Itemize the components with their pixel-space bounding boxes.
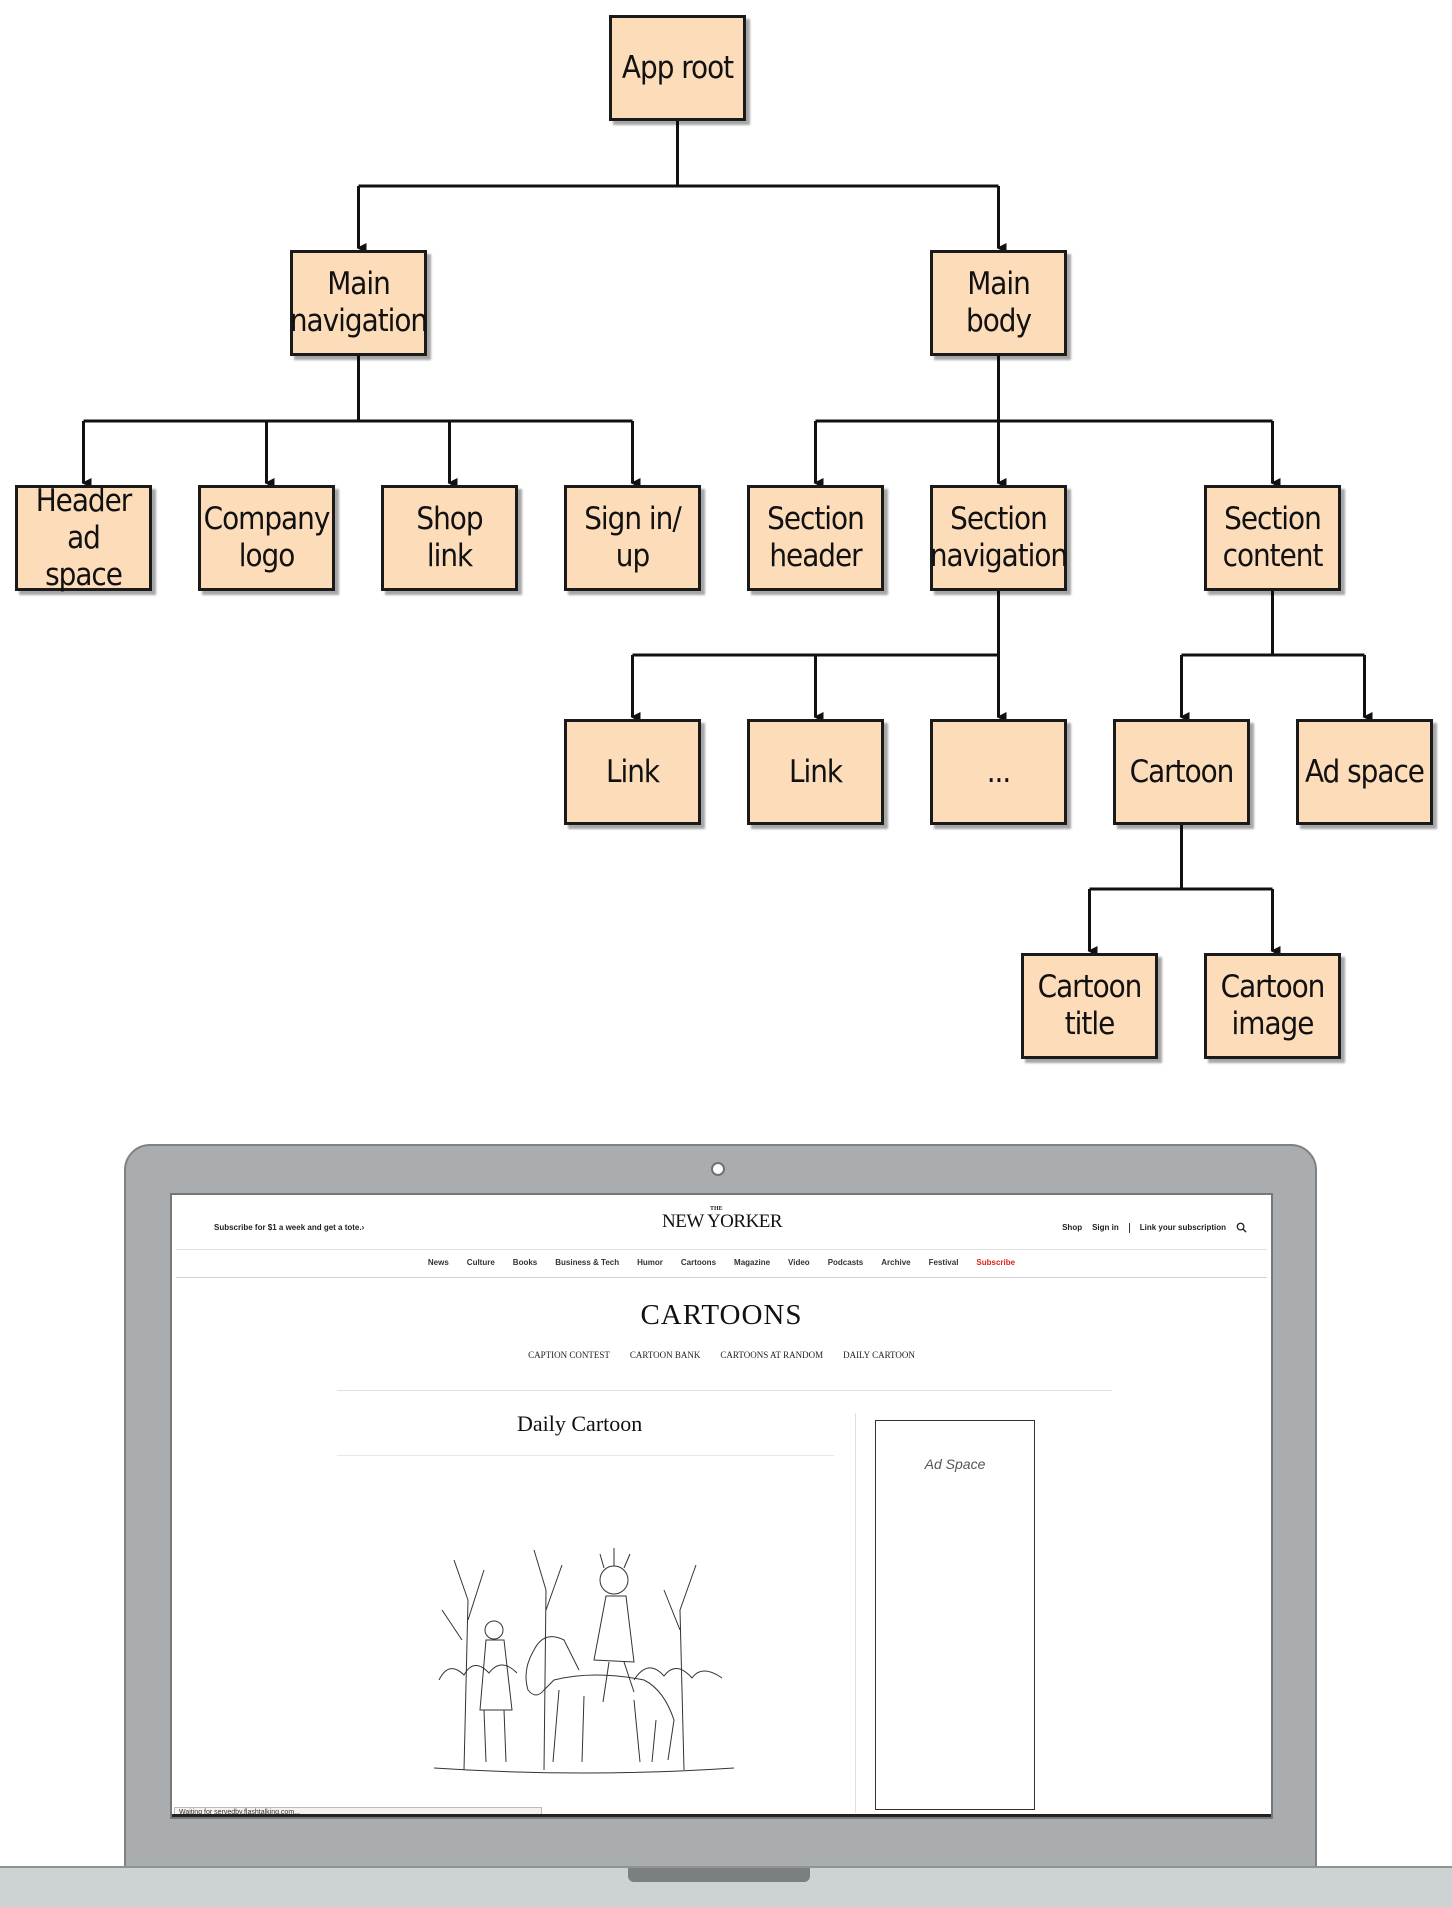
divider <box>1128 1222 1130 1233</box>
node-section-header: Section header <box>747 485 884 591</box>
cartoon-image[interactable] <box>434 1540 734 1780</box>
tree-connectors <box>81 121 1373 956</box>
divider <box>176 1277 1267 1278</box>
sign-in-link[interactable]: Sign in <box>1092 1223 1119 1232</box>
search-icon[interactable] <box>1236 1222 1247 1233</box>
divider <box>176 1249 1267 1250</box>
nav-item-video[interactable]: Video <box>788 1258 810 1267</box>
link-subscription-link[interactable]: Link your subscription <box>1139 1223 1226 1232</box>
node-cartoon: Cartoon <box>1113 719 1250 825</box>
screen-edge <box>172 1814 1271 1817</box>
logo-the: THE <box>710 1206 723 1212</box>
nav-item-news[interactable]: News <box>427 1258 449 1267</box>
company-logo[interactable]: NEW YORKER <box>662 1211 783 1232</box>
section-navigation: CAPTION CONTEST CARTOON BANK CARTOONS AT R… <box>172 1350 1271 1360</box>
node-company-logo: Company logo <box>198 485 335 591</box>
nav-item-subscribe[interactable]: Subscribe <box>976 1258 1016 1267</box>
subscribe-promo-link[interactable]: Subscribe for $1 a week and get a tote.› <box>214 1223 365 1232</box>
nav-item-books[interactable]: Books <box>512 1258 538 1267</box>
node-cartoon-image: Cartoon image <box>1204 953 1341 1059</box>
nav-item-humor[interactable]: Humor <box>637 1258 663 1267</box>
divider <box>337 1390 1112 1391</box>
node-main-navigation: Main navigation <box>290 250 428 356</box>
divider <box>337 1455 834 1456</box>
node-cartoon-title: Cartoon title <box>1021 953 1158 1059</box>
main-navigation: News Culture Books Business & Tech Humor Cart… <box>172 1258 1271 1267</box>
column-divider <box>855 1413 856 1813</box>
node-link-1: Link <box>564 719 701 825</box>
node-more-links: ... <box>930 719 1067 825</box>
section-header: CARTOONS <box>640 1299 803 1331</box>
node-section-navigation: Section navigation <box>930 485 1068 591</box>
node-link-2: Link <box>747 719 884 825</box>
ad-space-label: Ad Space <box>924 1456 986 1472</box>
utility-links: Shop Sign in Link your subscription <box>1062 1222 1247 1233</box>
laptop-camera <box>711 1162 725 1176</box>
nav-item-culture[interactable]: Culture <box>466 1258 495 1267</box>
nav-item-archive[interactable]: Archive <box>881 1258 911 1267</box>
section-nav-item-daily-cartoon[interactable]: DAILY CARTOON <box>843 1350 915 1360</box>
section-nav-item-cartoons-at-random[interactable]: CARTOONS AT RANDOM <box>720 1350 824 1360</box>
shop-link[interactable]: Shop <box>1062 1223 1083 1232</box>
node-app-root: App root <box>609 15 746 121</box>
nav-item-podcasts[interactable]: Podcasts <box>827 1258 864 1267</box>
node-section-content: Section content <box>1204 485 1341 591</box>
laptop-notch <box>628 1868 810 1882</box>
nav-item-cartoons[interactable]: Cartoons <box>680 1258 717 1267</box>
nav-item-festival[interactable]: Festival <box>928 1258 959 1267</box>
nav-item-magazine[interactable]: Magazine <box>734 1258 771 1267</box>
laptop-screen: Subscribe for $1 a week and get a tote.›… <box>170 1193 1273 1819</box>
cartoon-title: Daily Cartoon <box>517 1411 643 1436</box>
node-header-ad-space: Header ad space <box>15 483 152 593</box>
node-shop-link: Shop link <box>381 485 518 591</box>
nav-item-business-tech[interactable]: Business & Tech <box>555 1258 620 1267</box>
section-nav-item-cartoon-bank[interactable]: CARTOON BANK <box>629 1350 701 1360</box>
ad-space[interactable]: Ad Space <box>875 1420 1035 1810</box>
section-nav-item-caption-contest[interactable]: CAPTION CONTEST <box>528 1350 610 1360</box>
node-ad-space: Ad space <box>1296 719 1433 825</box>
browser-status-bar: Waiting for servedby.flashtalking.com... <box>174 1807 542 1817</box>
node-sign-in-up: Sign in/ up <box>564 485 701 591</box>
node-main-body: Main body <box>930 250 1067 356</box>
